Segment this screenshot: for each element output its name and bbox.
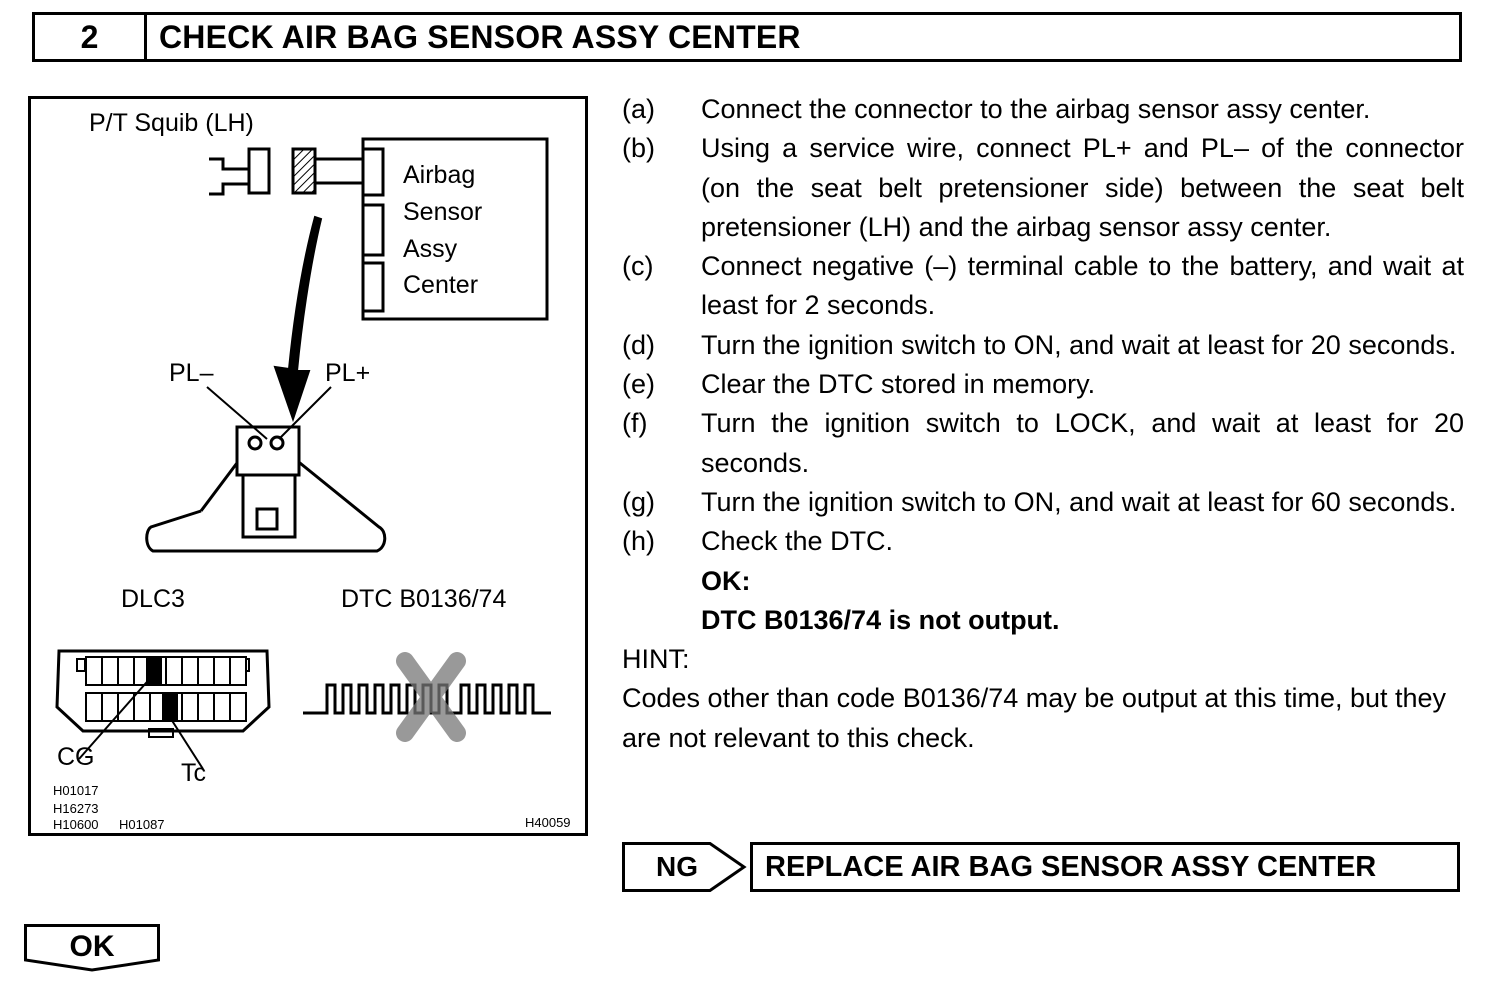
step-label: (h)	[622, 526, 655, 557]
ok-result-label: OK:	[701, 565, 751, 596]
code-3: H10600	[53, 817, 99, 832]
dlc3-pin	[181, 656, 199, 686]
step-f: (f) Turn the ignition switch to LOCK, an…	[622, 404, 1464, 483]
step-g: (g) Turn the ignition switch to ON, and …	[622, 483, 1464, 522]
step-number: 2	[35, 15, 147, 59]
step-label: (a)	[622, 94, 655, 124]
step-header: 2 CHECK AIR BAG SENSOR ASSY CENTER	[32, 12, 1462, 62]
sensor-label-line-3: Assy	[403, 235, 458, 263]
step-d: (d) Turn the ignition switch to ON, and …	[622, 326, 1464, 365]
cg-label: CG	[57, 743, 95, 771]
squib-label: P/T Squib (LH)	[89, 109, 254, 137]
figure-code: H40059	[525, 815, 571, 830]
step-text: Connect the connector to the airbag sens…	[701, 94, 1371, 124]
ok-result-text: DTC B0136/74 is not output.	[701, 604, 1060, 635]
code-2: H16273	[53, 801, 99, 816]
procedure-steps: (a) Connect the connector to the airbag …	[622, 90, 1464, 758]
ng-action: REPLACE AIR BAG SENSOR ASSY CENTER	[750, 842, 1460, 892]
ok-continue-shape	[24, 924, 160, 972]
hint-text: Codes other than code B0136/74 may be ou…	[622, 683, 1447, 753]
pl-plus-label: PL+	[325, 359, 371, 387]
sensor-label-line-1: Airbag	[403, 161, 476, 189]
step-text: Clear the DTC stored in memory.	[701, 369, 1096, 400]
pl-minus-label: PL–	[169, 359, 214, 387]
dlc3-pin	[85, 656, 103, 686]
step-text: Using a service wire, connect PL+ and PL…	[701, 133, 1464, 242]
code-1: H01017	[53, 783, 99, 798]
step-label: (g)	[622, 486, 655, 517]
step-label: (f)	[622, 408, 648, 439]
step-label: (b)	[622, 133, 655, 164]
step-text: Turn the ignition switch to LOCK, and wa…	[701, 408, 1464, 478]
dlc3-pin	[213, 692, 231, 722]
dlc3-pin	[197, 692, 215, 722]
step-c: (c) Connect negative (–) terminal cable …	[622, 247, 1464, 326]
step-label: (d)	[622, 329, 655, 360]
dlc3-pin	[229, 692, 247, 722]
dlc3-pin	[117, 656, 135, 686]
squib-connector	[209, 147, 271, 196]
dlc3-label: DLC3	[121, 585, 185, 613]
hint-label: HINT:	[622, 644, 690, 675]
sensor-label-line-2: Sensor	[403, 198, 483, 226]
dlc3-pin	[197, 656, 215, 686]
tc-label: Tc	[181, 759, 206, 787]
ok-continue-button[interactable]: OK	[69, 930, 115, 963]
cross-out-icon	[396, 652, 466, 742]
step-text: Check the DTC.	[701, 526, 894, 557]
dtc-label: DTC B0136/74	[341, 585, 507, 613]
dlc3-pin	[101, 656, 119, 686]
step-title: CHECK AIR BAG SENSOR ASSY CENTER	[159, 18, 801, 55]
dlc3-pin	[133, 692, 151, 722]
step-e: (e) Clear the DTC stored in memory.	[622, 365, 1464, 404]
code-4: H01087	[119, 817, 165, 832]
dlc3-pin	[229, 656, 247, 686]
step-label: (e)	[622, 369, 655, 400]
sensor-label-line-4: Center	[403, 271, 479, 299]
arrow-icon	[273, 215, 323, 423]
ng-label: NG	[656, 851, 698, 882]
step-a: (a) Connect the connector to the airbag …	[622, 90, 1464, 129]
dlc3-pin	[165, 656, 183, 686]
step-text: Turn the ignition switch to ON, and wait…	[701, 329, 1457, 360]
connection-diagram	[55, 137, 551, 770]
step-text: Connect negative (–) terminal cable to t…	[701, 251, 1464, 321]
ng-result-row: NG REPLACE AIR BAG SENSOR ASSY CENTER	[622, 842, 1460, 892]
dlc3-pin	[181, 692, 199, 722]
dlc3-pin	[213, 656, 231, 686]
step-label: (c)	[622, 251, 654, 282]
hatched-connector	[291, 147, 317, 195]
pretensioner-connector	[145, 386, 387, 553]
step-b: (b) Using a service wire, connect PL+ an…	[622, 129, 1464, 247]
step-text: Turn the ignition switch to ON, and wait…	[701, 486, 1457, 517]
diagram-figure: P/T Squib (LH) Airbag Sensor Assy Center…	[28, 96, 588, 836]
dlc3-pin	[85, 692, 103, 722]
ng-arrow-box	[622, 842, 747, 892]
step-h: (h) Check the DTC.	[622, 522, 1464, 561]
